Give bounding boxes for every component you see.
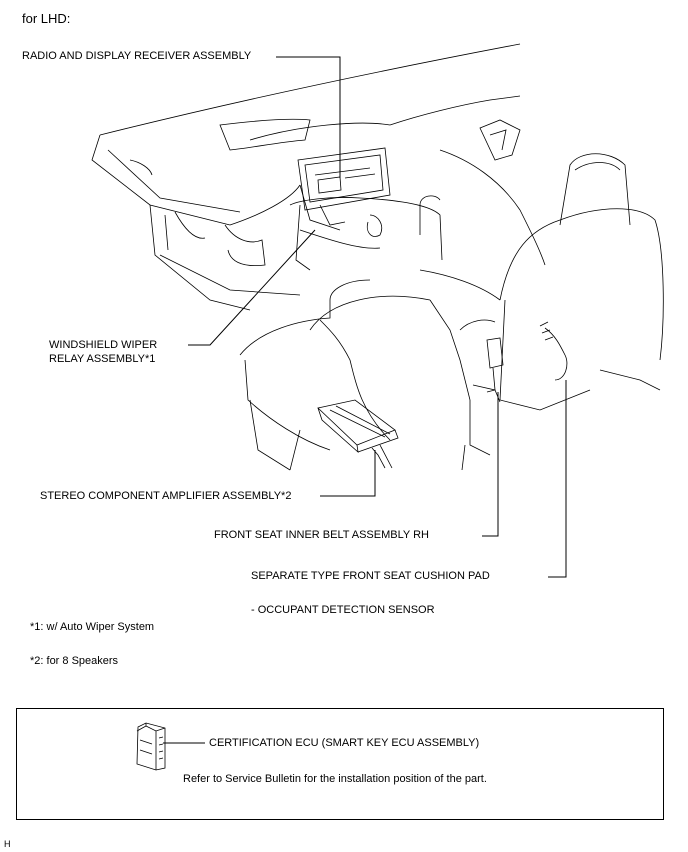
wiper-relay-label-line2: RELAY ASSEMBLY*1 (49, 353, 156, 365)
belt-leader (482, 392, 499, 537)
footnote-1: *1: w/ Auto Wiper System (30, 621, 155, 633)
radio-receiver-label: RADIO AND DISPLAY RECEIVER ASSEMBLY (22, 50, 252, 62)
seats-drawing (239, 153, 664, 471)
leader-lines (163, 56, 567, 744)
service-bulletin-note: Refer to Service Bulletin for the instal… (183, 773, 487, 785)
occupant-sensor-label: - OCCUPANT DETECTION SENSOR (251, 604, 435, 616)
certification-ecu-callout (16, 708, 664, 820)
wiper-relay-label-line1: WINDSHIELD WIPER (49, 339, 158, 351)
corner-mark: H (4, 839, 11, 849)
occupant-sensor-drawing (539, 321, 568, 381)
wiper-leader (188, 229, 316, 346)
section-title: for LHD: (22, 11, 71, 26)
amplifier-leader (320, 450, 376, 497)
footnote-2: *2: for 8 Speakers (30, 655, 119, 667)
ecu-icon (136, 722, 166, 771)
cushion-leader (548, 380, 567, 578)
cushion-pad-label: SEPARATE TYPE FRONT SEAT CUSHION PAD (251, 570, 490, 582)
seat-belt-label: FRONT SEAT INNER BELT ASSEMBLY RH (214, 529, 429, 541)
certification-ecu-label: CERTIFICATION ECU (SMART KEY ECU ASSEMBL… (209, 737, 480, 749)
amplifier-drawing (317, 399, 399, 469)
radio-unit-drawing (297, 147, 391, 237)
dashboard-outline (91, 43, 546, 311)
amplifier-label: STEREO COMPONENT AMPLIFIER ASSEMBLY*2 (40, 490, 292, 502)
radio-leader (276, 56, 341, 178)
